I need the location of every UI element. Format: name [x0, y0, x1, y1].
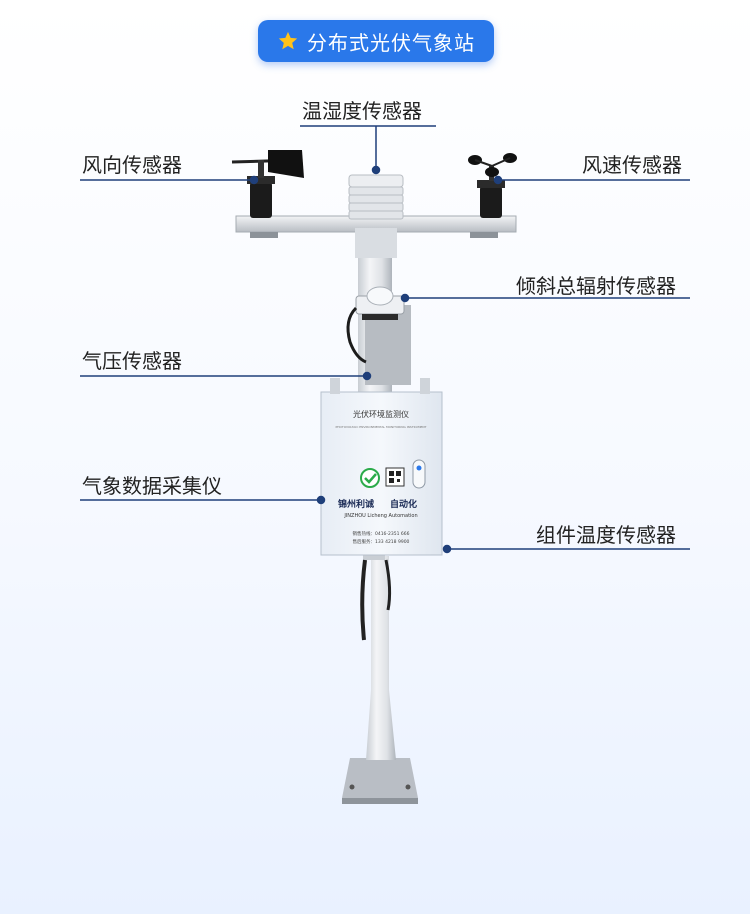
leader-lines: [80, 125, 690, 554]
radiation-sensor: [346, 286, 411, 385]
qr-code: [385, 467, 405, 487]
data-logger-box: 光伏环境监测仪 PHOTOVOLTAIC ENVIRONMENTAL MONIT…: [320, 378, 443, 556]
label-wind-speed: 风速传感器: [582, 153, 682, 177]
crossarm: [235, 215, 517, 258]
check-logo-icon: [360, 468, 380, 488]
wind-vane: [231, 150, 304, 218]
radiation-shield: [348, 174, 404, 220]
device-title: 光伏环境监测仪: [353, 409, 409, 419]
title-badge: 分布式光伏气象站: [258, 20, 494, 62]
service-phone: 售后服务：133 4218 9900: [353, 538, 410, 545]
latch-icon: [412, 459, 426, 489]
label-logger: 气象数据采集仪: [82, 474, 222, 498]
brand-suffix: 自动化: [390, 498, 417, 510]
sales-hotline: 销售热线：0416-2351 666: [352, 530, 409, 537]
anemometer: [468, 153, 517, 218]
label-wind-direction: 风向传感器: [82, 153, 182, 177]
star-icon: [278, 31, 298, 50]
label-temp-humidity: 温湿度传感器: [302, 99, 422, 123]
label-module-temp: 组件温度传感器: [536, 523, 676, 547]
label-pressure: 气压传感器: [82, 349, 182, 373]
label-radiation: 倾斜总辐射传感器: [516, 274, 676, 298]
device-subtitle: PHOTOVOLTAIC ENVIRONMENTAL MONITORING IN…: [335, 425, 426, 429]
brand-en: JINZHOU Licheng Automation: [343, 513, 417, 519]
base-plate: [342, 758, 418, 804]
brand-cn: 锦州利诚: [338, 498, 374, 510]
page-title: 分布式光伏气象站: [307, 30, 475, 55]
